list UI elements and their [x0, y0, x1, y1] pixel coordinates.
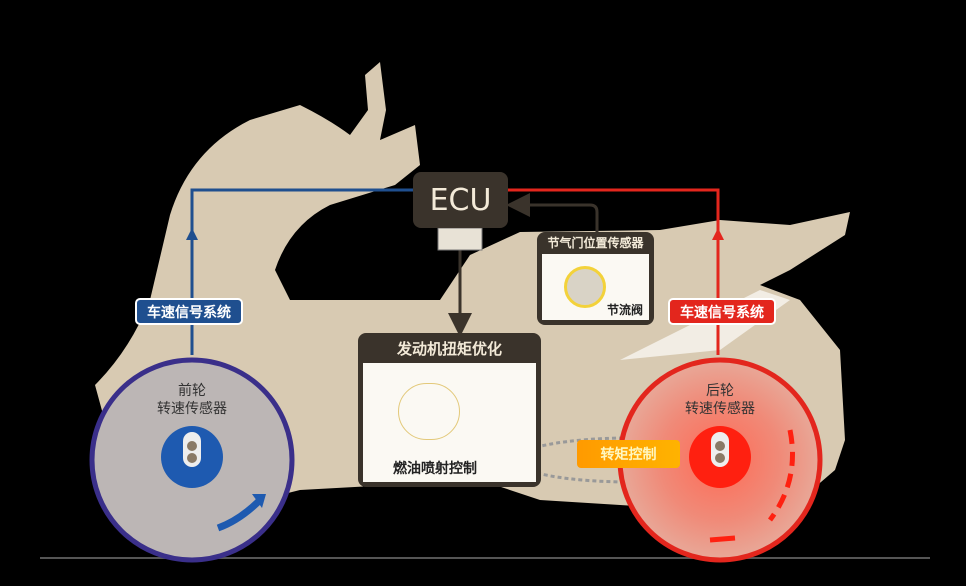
engine-torque-box: 发动机扭矩优化 燃油喷射控制 [358, 333, 541, 487]
engine-icon [398, 383, 460, 440]
fuel-injection-caption: 燃油喷射控制 [393, 461, 477, 477]
throttle-sensor-title: 节气门位置传感器 [547, 236, 644, 250]
engine-illustration: 燃油喷射控制 [363, 363, 536, 482]
torque-control-label: 转矩控制 [577, 440, 680, 468]
rear-wheel-line1: 后轮 [706, 383, 734, 399]
front-rotation-arrow [216, 497, 263, 532]
front-signal-label: 车速信号系统 [135, 298, 243, 325]
front-wheel-label: 前轮 转速传感器 [132, 382, 252, 418]
throttle-sensor-box: 节气门位置传感器 节流阀 [537, 232, 654, 325]
throttle-illustration: 节流阀 [542, 254, 649, 320]
motorcycle-windshield [316, 140, 360, 200]
rear-wheel-label: 后轮 转速传感器 [660, 382, 780, 418]
rear-wheel-line2: 转速传感器 [685, 401, 755, 417]
ecu-box: ECU [413, 172, 508, 228]
throttle-to-ecu-arrow [506, 193, 599, 232]
rear-signal-label: 车速信号系统 [668, 298, 776, 325]
engine-box-title: 发动机扭矩优化 [396, 340, 502, 358]
ecu-connector [437, 227, 483, 251]
throttle-valve-icon [564, 266, 606, 308]
rear-rotation-arrow [767, 429, 795, 522]
front-wheel-line1: 前轮 [178, 383, 206, 399]
front-wheel-line2: 转速传感器 [157, 401, 227, 417]
throttle-caption: 节流阀 [606, 303, 643, 317]
